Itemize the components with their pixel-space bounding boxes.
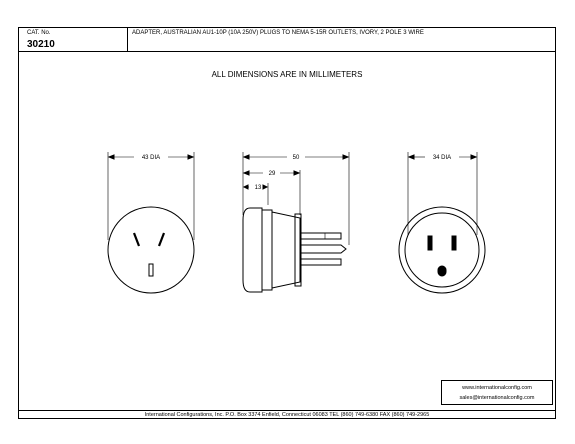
rear-dia-label: 34 DIA xyxy=(433,155,451,161)
front-arrow-right xyxy=(187,154,195,160)
ground-hole xyxy=(437,265,447,277)
neutral-slot xyxy=(427,235,433,251)
body-arrow-left xyxy=(242,170,250,176)
plug-body-taper xyxy=(271,211,301,289)
catalog-number: 30210 xyxy=(27,39,55,50)
rear-arrow-left xyxy=(407,154,415,160)
earth-pin-slot xyxy=(148,263,154,277)
overall-arrow-right xyxy=(342,154,350,160)
plug-body-front xyxy=(261,209,273,291)
overall-length-label: 50 xyxy=(293,155,300,161)
flange-arrow-left xyxy=(242,184,249,190)
product-description: ADAPTER, AUSTRALIAN AU1-10P (10A 250V) P… xyxy=(132,30,424,36)
rear-outer-circle xyxy=(398,206,486,294)
side-view: 50 29 13 xyxy=(242,152,350,293)
body-length-label: 29 xyxy=(269,171,276,177)
rear-view: 34 DIA xyxy=(398,152,486,294)
website-url[interactable]: www.internationalconfig.com xyxy=(462,385,532,391)
right-angled-pin-slot xyxy=(157,232,166,247)
ground-pin xyxy=(300,244,347,254)
flange-length-label: 13 xyxy=(255,185,262,191)
title-block: CAT. No. 30210 ADAPTER, AUSTRALIAN AU1-1… xyxy=(19,28,555,52)
front-view: 43 DIA xyxy=(107,152,195,294)
front-arrow-left xyxy=(107,154,115,160)
overall-arrow-left xyxy=(242,154,250,160)
lower-blade xyxy=(300,258,342,266)
sales-email[interactable]: sales@internationalconfig.com xyxy=(459,395,535,401)
title-divider xyxy=(127,28,128,52)
hot-slot xyxy=(451,235,457,251)
drawing-sheet: CAT. No. 30210 ADAPTER, AUSTRALIAN AU1-1… xyxy=(18,27,556,419)
catalog-label: CAT. No. xyxy=(27,30,51,36)
dimensions-note: ALL DIMENSIONS ARE IN MILLIMETERS xyxy=(211,70,363,79)
body-arrow-right xyxy=(293,170,301,176)
rear-arrow-right xyxy=(470,154,478,160)
left-angled-pin-slot xyxy=(132,232,141,247)
front-dia-label: 43 DIA xyxy=(142,155,160,161)
company-footer: International Configurations, Inc. P.O. … xyxy=(19,410,555,420)
rear-inner-circle xyxy=(404,212,480,288)
flange-arrow-right xyxy=(262,184,269,190)
front-face-outline xyxy=(107,206,195,294)
website-box: www.internationalconfig.com sales@intern… xyxy=(441,380,553,405)
plug-cap xyxy=(242,207,263,293)
upper-blade xyxy=(300,232,342,240)
